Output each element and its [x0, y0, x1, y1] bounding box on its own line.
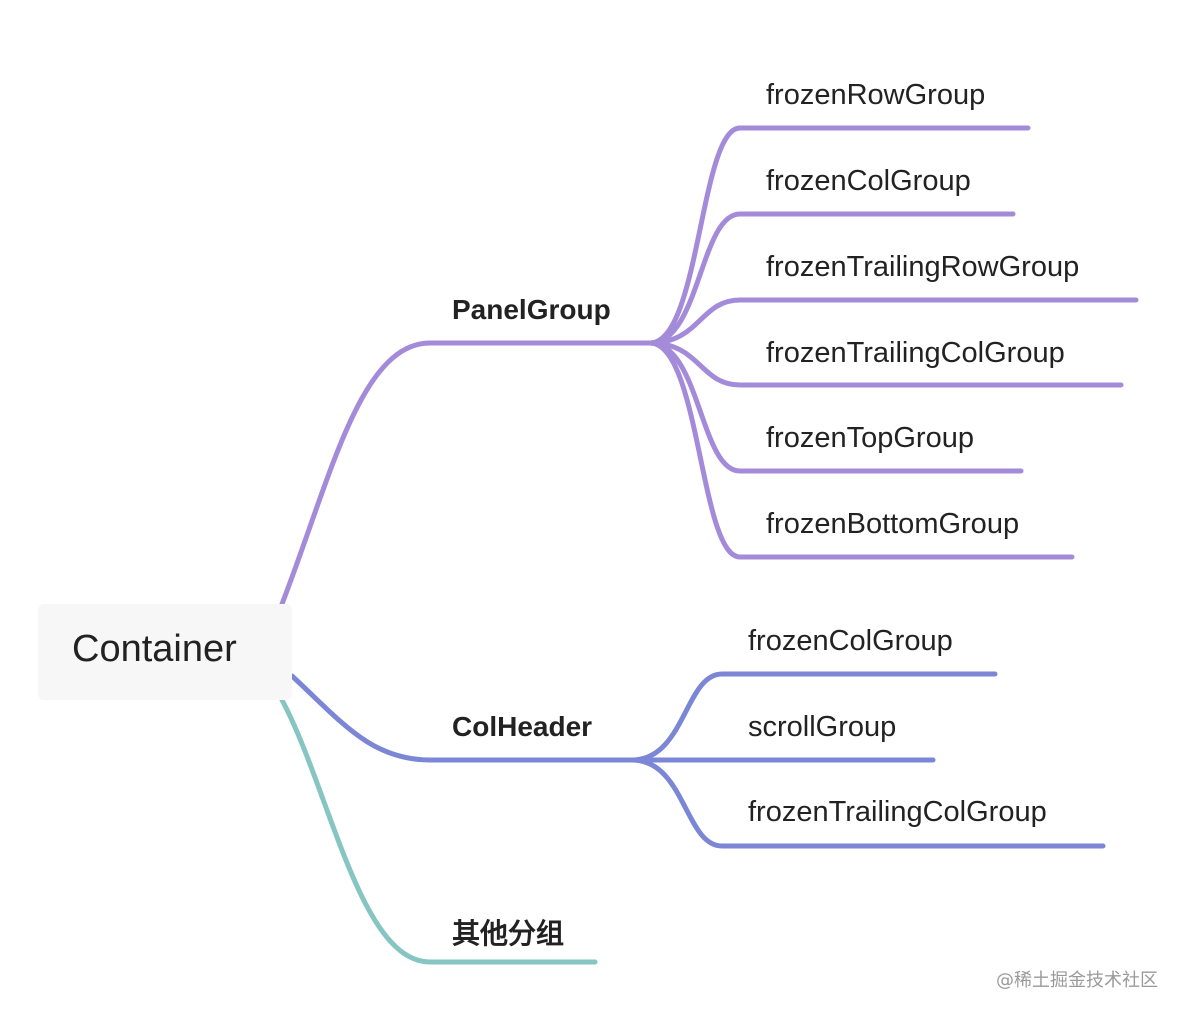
edge-colheader-child-0 — [629, 671, 998, 763]
edge-panelgroup-child-3 — [647, 340, 1124, 388]
watermark: @稀土掘金技术社区 — [996, 970, 1158, 991]
colheader-child-scrollgroup[interactable]: scrollGroup — [748, 711, 897, 743]
edge-root-colheader — [289, 673, 635, 763]
branch-other-label[interactable]: 其他分组 — [452, 918, 565, 949]
branch-colheader-label[interactable]: ColHeader — [452, 711, 593, 742]
root-node-label: Container — [72, 628, 237, 670]
panelgroup-child-frozenbottomgroup[interactable]: frozenBottomGroup — [766, 508, 1020, 540]
panelgroup-child-frozentopgroup[interactable]: frozenTopGroup — [766, 422, 974, 454]
edge-root-panelgroup — [279, 340, 653, 607]
edge-panelgroup-child-0 — [647, 125, 1031, 346]
root-node[interactable] — [38, 604, 292, 700]
colheader-child-frozentrailingcolgroup[interactable]: frozenTrailingColGroup — [748, 796, 1047, 828]
edge-colheader-child-2 — [629, 757, 1106, 849]
edge-root-other — [279, 697, 598, 965]
edge-panelgroup-child-5 — [647, 340, 1075, 560]
edge-panelgroup-child-2 — [647, 297, 1139, 346]
panelgroup-child-frozentrailingcolgroup[interactable]: frozenTrailingColGroup — [766, 337, 1065, 369]
edge-panelgroup-child-1 — [647, 211, 1016, 346]
panelgroup-child-frozentrailingrowgroup[interactable]: frozenTrailingRowGroup — [766, 251, 1080, 283]
panelgroup-child-frozencolgroup[interactable]: frozenColGroup — [766, 165, 971, 197]
colheader-child-frozencolgroup[interactable]: frozenColGroup — [748, 625, 953, 657]
panelgroup-child-frozenrowgroup[interactable]: frozenRowGroup — [766, 79, 986, 111]
edge-panelgroup-child-4 — [647, 340, 1024, 474]
branch-panelgroup-label[interactable]: PanelGroup — [452, 294, 611, 325]
